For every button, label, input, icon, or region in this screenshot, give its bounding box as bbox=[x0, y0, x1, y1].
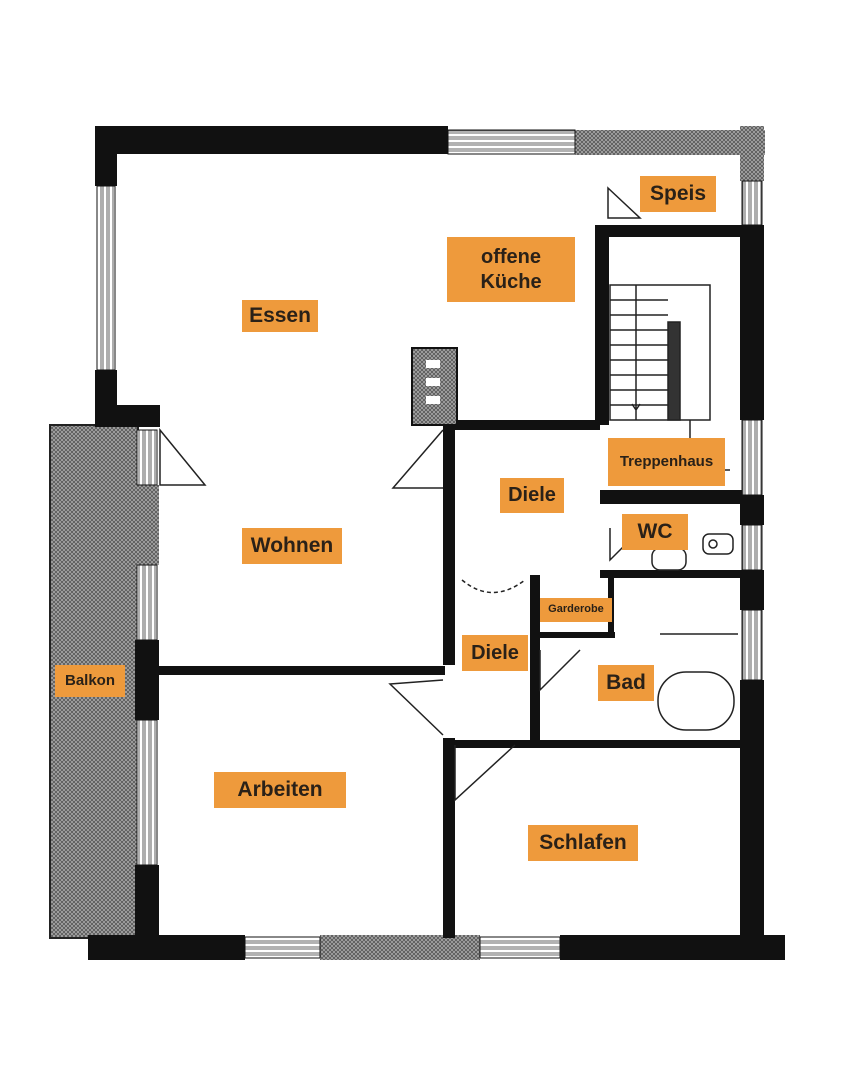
room-label-schlafen: Schlafen bbox=[528, 825, 638, 861]
bathroom-fixtures bbox=[651, 533, 738, 731]
room-label-treppenhaus: Treppenhaus bbox=[608, 438, 725, 486]
room-label-kueche-line2: Küche bbox=[480, 270, 542, 293]
room-label-wc: WC bbox=[622, 514, 688, 550]
room-label-essen: Essen bbox=[242, 300, 318, 332]
room-label-garderobe: Garderobe bbox=[540, 598, 612, 622]
walls bbox=[88, 126, 785, 960]
room-label-arbeiten: Arbeiten bbox=[214, 772, 346, 808]
chimney bbox=[411, 347, 458, 426]
room-label-balkon: Balkon bbox=[55, 665, 125, 697]
room-label-diele-lower: Diele bbox=[462, 635, 528, 671]
room-label-kueche: offene Küche bbox=[447, 237, 575, 302]
room-label-wohnen: Wohnen bbox=[242, 528, 342, 564]
room-label-kueche-line1: offene bbox=[481, 245, 541, 268]
room-label-bad: Bad bbox=[598, 665, 654, 701]
room-label-speis: Speis bbox=[640, 176, 716, 212]
staircase bbox=[609, 284, 730, 471]
room-label-diele-upper: Diele bbox=[500, 478, 564, 513]
